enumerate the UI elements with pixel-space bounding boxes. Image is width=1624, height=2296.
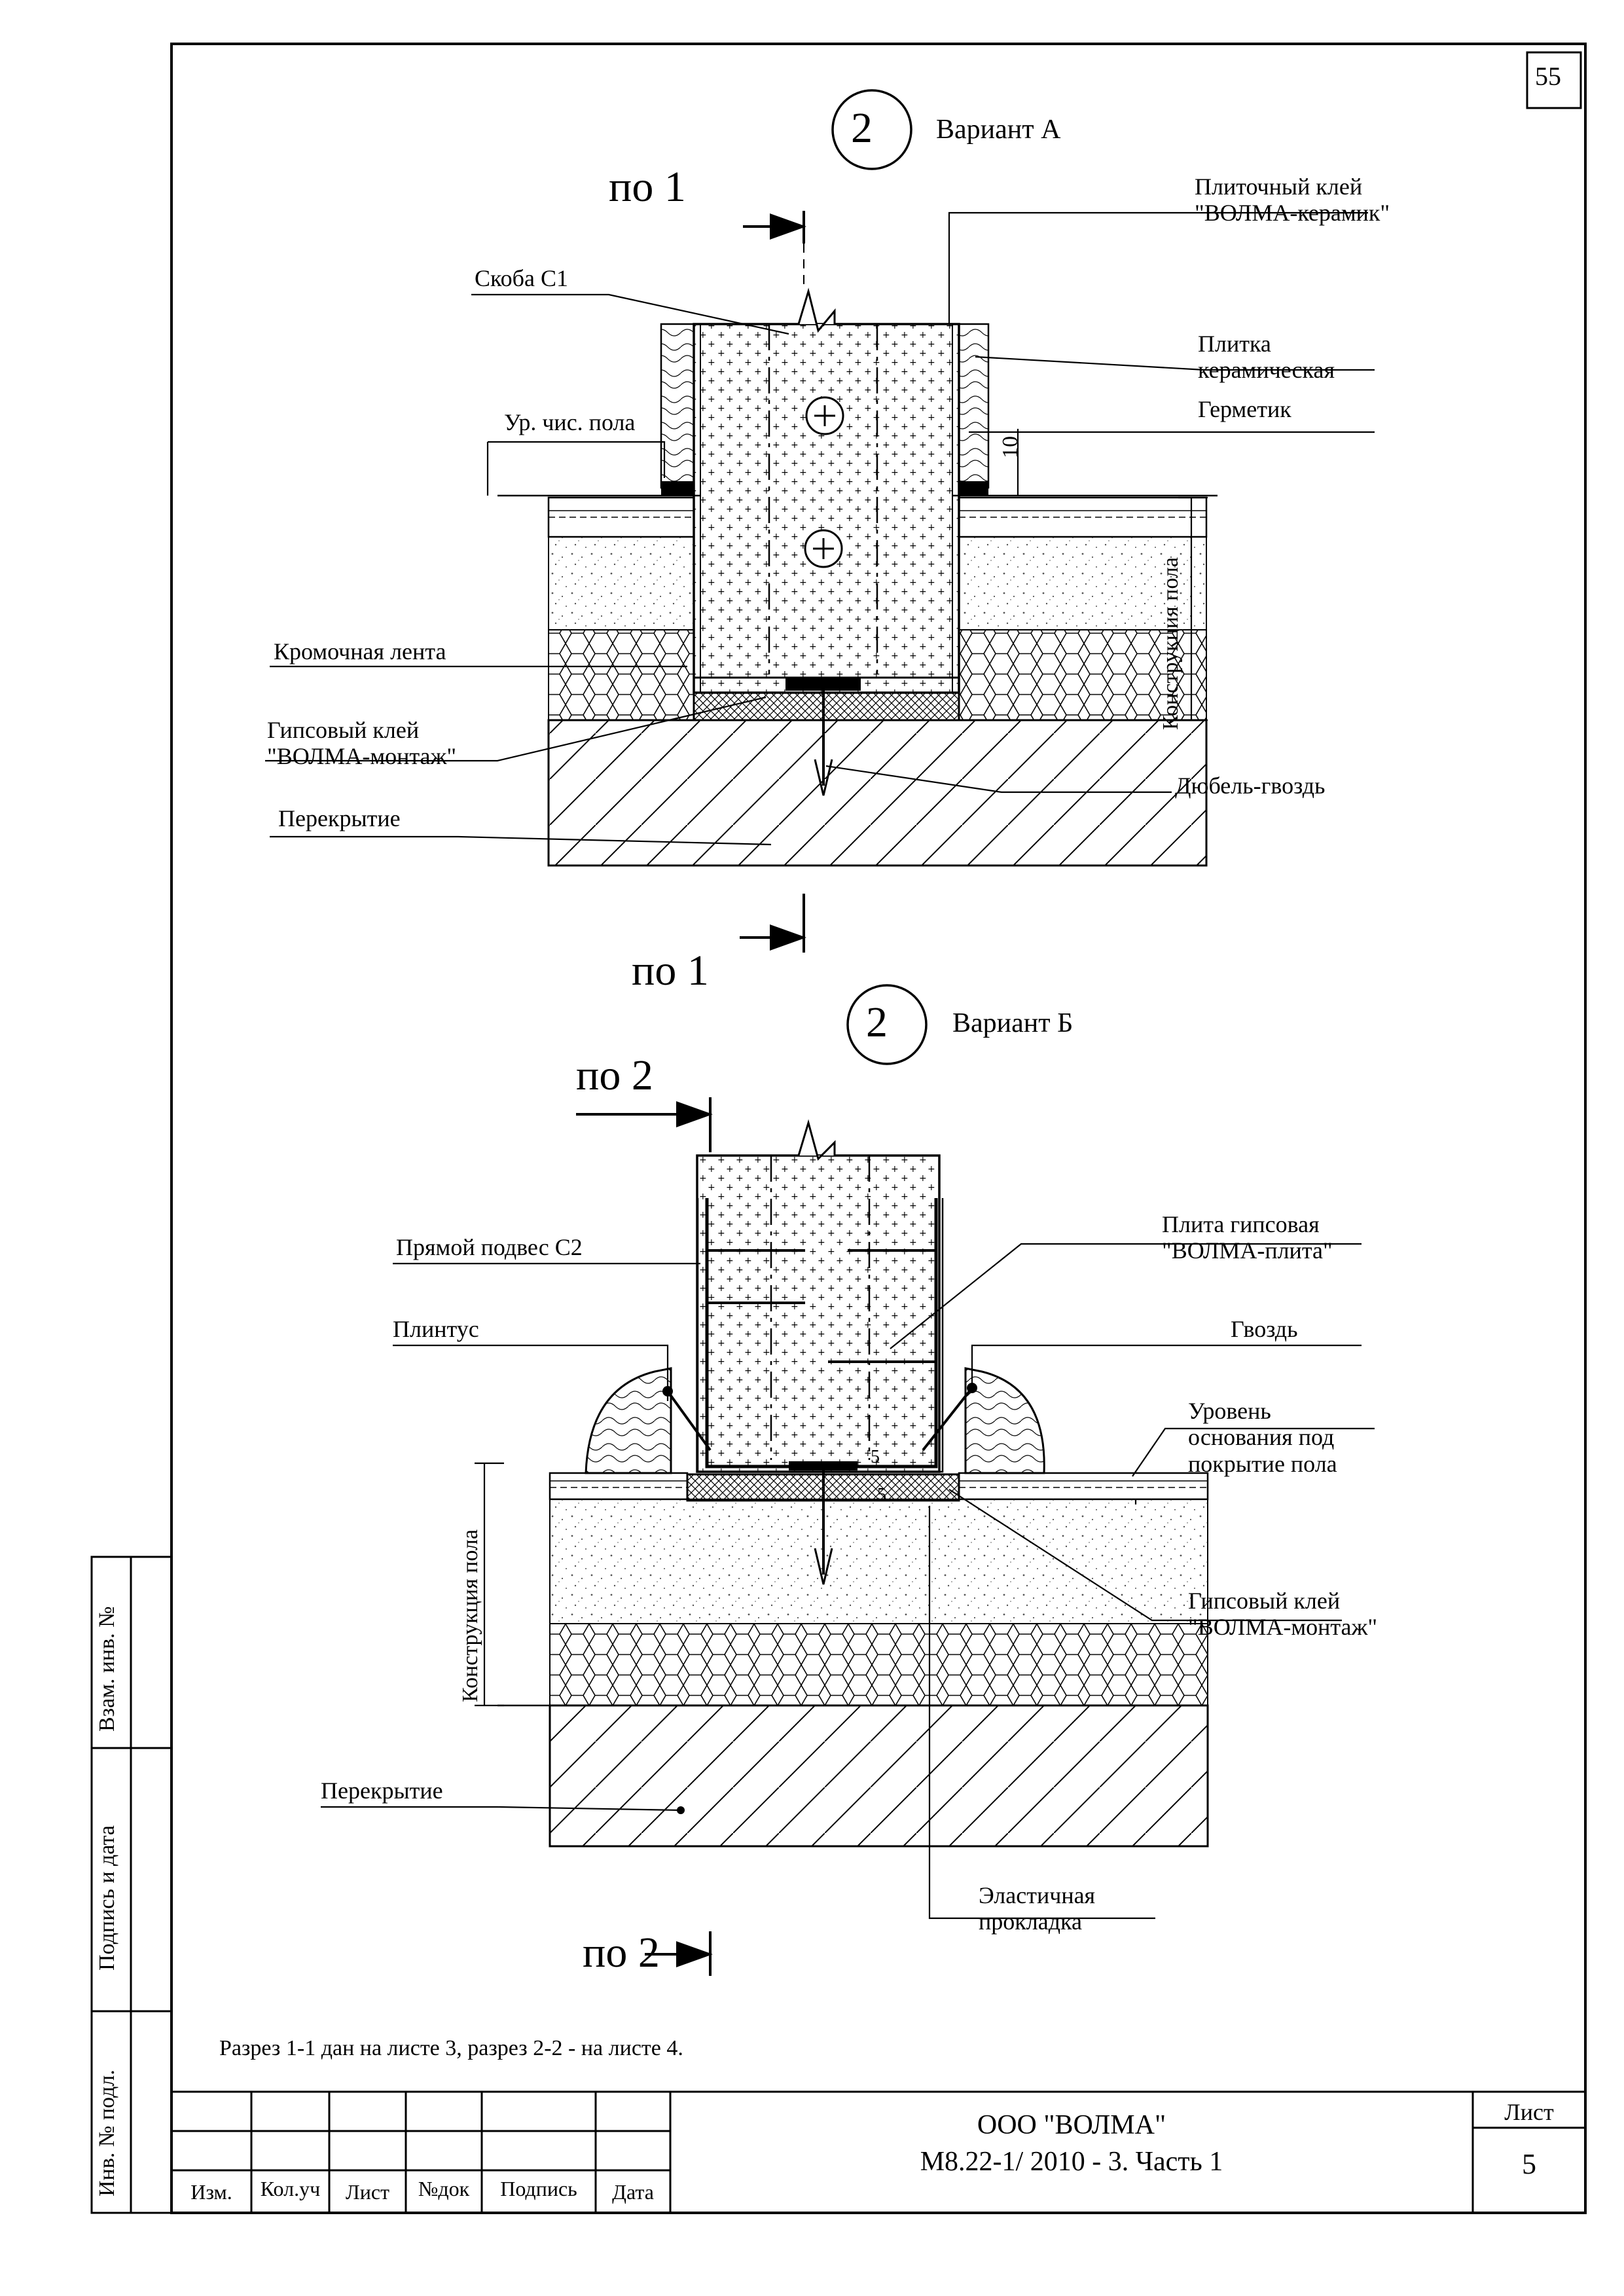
label-nail: Гвоздь — [1231, 1316, 1298, 1342]
col-date: Дата — [612, 2180, 654, 2204]
label-bracket-c1: Скоба С1 — [475, 265, 568, 291]
label-slab-a: Перекрытие — [278, 805, 401, 831]
label-gypsum-glue-b: Гипсовый клей "ВОЛМА-монтаж" — [1188, 1588, 1378, 1641]
col-signature: Подпись — [500, 2177, 577, 2200]
variant-b-section — [321, 984, 1375, 1976]
variant-a-circle — [831, 89, 912, 170]
note-text: Разрез 1-1 дан на листе 3, разрез 2-2 - … — [219, 2036, 683, 2060]
col-doc: №док — [418, 2177, 470, 2200]
label-dowel: Дюбель-гвоздь — [1175, 773, 1326, 799]
variant-b-circle — [846, 984, 928, 1065]
label-tile-glue: Плиточный клей "ВОЛМА-керамик" — [1195, 173, 1390, 227]
variant-b-section-top: по 2 — [576, 1051, 653, 1099]
label-gypsum-glue-a: Гипсовый клей "ВОЛМА-монтаж" — [267, 717, 457, 770]
label-floor-construction-a: Конструкция пола — [1159, 557, 1183, 730]
document-code: М8.22-1/ 2010 - 3. Часть 1 — [920, 2147, 1223, 2177]
title-block-grid — [171, 2090, 1585, 2213]
variant-a-section — [265, 89, 1375, 953]
col-qty: Кол.уч — [260, 2177, 321, 2200]
label-skirting: Плинтус — [393, 1316, 479, 1342]
sheet-number: 5 — [1522, 2148, 1536, 2180]
variant-b-marker: 2 — [866, 998, 888, 1046]
stamp-field-replace-inv: Взам. инв. № — [95, 1606, 119, 1732]
label-floor-construction-b: Конструкция пола — [458, 1529, 482, 1702]
label-dim-10: 10 — [998, 436, 1022, 458]
side-stamp — [90, 1556, 173, 2214]
stamp-field-inv-original: Инв. № подл. — [95, 2069, 119, 2196]
label-ceramic-tile: Плитка керамическая — [1198, 331, 1335, 384]
variant-a-marker: 2 — [851, 104, 873, 152]
col-change: Изм. — [190, 2180, 232, 2204]
label-floor-level: Ур. чис. пола — [504, 409, 636, 435]
variant-a-section-top: по 1 — [609, 163, 686, 211]
label-hanger-c2: Прямой подвес С2 — [396, 1234, 583, 1260]
variant-b-section-bottom: по 2 — [583, 1929, 660, 1977]
label-gypsum-board: Плита гипсовая "ВОЛМА-плита" — [1162, 1211, 1333, 1264]
top-sheet-number: 55 — [1535, 62, 1561, 91]
sheet-label: Лист — [1504, 2099, 1554, 2125]
col-sheet: Лист — [345, 2180, 389, 2204]
label-elastic-pad: Эластичная прокладка — [979, 1882, 1096, 1935]
label-dim-5a: 5 — [877, 1485, 886, 1505]
label-sealant: Герметик — [1198, 396, 1291, 422]
label-base-level: Уровень основания под покрытие пола — [1188, 1398, 1337, 1477]
drawing-frame — [170, 43, 1587, 2214]
variant-a-title: Вариант А — [936, 115, 1061, 145]
label-edge-tape: Кромочная лента — [274, 638, 446, 665]
stamp-field-signature-date: Подпись и дата — [95, 1825, 119, 1971]
variant-a-section-bottom: по 1 — [632, 947, 709, 994]
variant-b-title: Вариант Б — [952, 1008, 1074, 1038]
label-slab-b: Перекрытие — [321, 1777, 443, 1804]
label-dim-5b: 5 — [871, 1447, 880, 1467]
top-sheet-box — [1526, 51, 1582, 109]
organization-name: ООО "ВОЛМА" — [977, 2110, 1166, 2140]
